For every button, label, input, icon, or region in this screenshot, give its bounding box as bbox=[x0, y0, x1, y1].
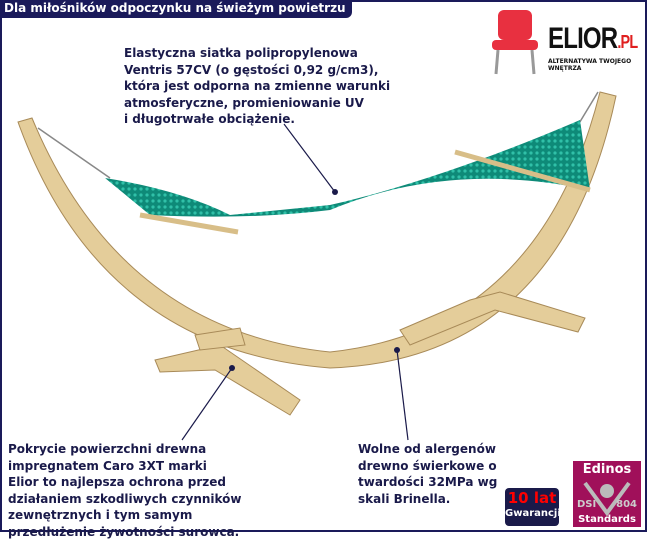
warranty-years: 10 lat bbox=[505, 488, 559, 508]
note-line: drewno świerkowe o bbox=[358, 458, 497, 475]
note-line: działaniem szkodliwych czynników bbox=[8, 491, 242, 508]
edinos-number: 804 bbox=[616, 499, 637, 510]
note-line: zewnętrznych i tym samym bbox=[8, 507, 242, 524]
wooden-stand bbox=[18, 92, 616, 415]
note-line: twardości 32MPa wg bbox=[358, 474, 497, 491]
pointer-lines bbox=[182, 124, 408, 440]
edinos-dsi: DSI bbox=[577, 499, 596, 510]
chair-icon bbox=[486, 6, 546, 76]
note-line: która jest odporna na zmienne warunki bbox=[124, 78, 390, 95]
edinos-badge: Edinos DSI 804 Standards bbox=[573, 461, 641, 527]
note-line: i długotrwałe obciążenie. bbox=[124, 111, 390, 128]
note-line: impregnatem Caro 3XT marki bbox=[8, 458, 242, 475]
brand-suffix: .PL bbox=[617, 32, 637, 52]
warranty-label: Gwarancji bbox=[505, 508, 559, 519]
brand-text: ELIOR bbox=[548, 22, 617, 55]
note-line: Elastyczna siatka polipropylenowa bbox=[124, 45, 390, 62]
note-line: Ventris 57CV (o gęstości 0,92 g/cm3), bbox=[124, 62, 390, 79]
edinos-standards: Standards bbox=[573, 514, 641, 525]
note-line: skali Brinella. bbox=[358, 491, 497, 508]
note-line: Pokrycie powierzchni drewna bbox=[8, 441, 242, 458]
brand-name: ELIOR.PL bbox=[548, 22, 637, 56]
note-line: Wolne od alergenów bbox=[358, 441, 497, 458]
brand-tagline: ALTERNATYWA TWOJEGO WNĘTRZA bbox=[548, 58, 647, 72]
note-line: Elior to najlepsza ochrona przed bbox=[8, 474, 242, 491]
warranty-badge: 10 lat Gwarancji bbox=[505, 488, 559, 526]
note-line: atmosferyczne, promieniowanie UV bbox=[124, 95, 390, 112]
spreader-bar-left bbox=[140, 215, 238, 232]
